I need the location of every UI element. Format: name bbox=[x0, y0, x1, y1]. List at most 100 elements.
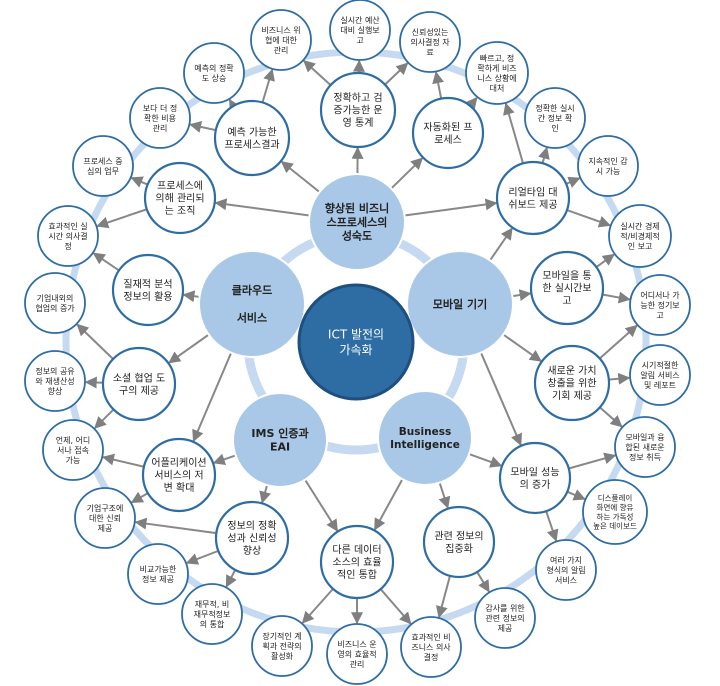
node-circle bbox=[181, 583, 243, 645]
node-circle bbox=[399, 11, 461, 73]
node-label-line: 제공 bbox=[98, 524, 113, 533]
node-label-line: 시기적절한 bbox=[642, 360, 679, 370]
node-label-line: 리얼타임 대 bbox=[508, 185, 557, 198]
node-label-line: 와 재생산성 bbox=[35, 376, 74, 386]
node-label-line: 관련 정보의 bbox=[485, 613, 524, 623]
connector-arrow bbox=[185, 549, 219, 565]
node-label-line: 관리 bbox=[350, 659, 365, 669]
node-label-line: 는 조직 bbox=[165, 205, 196, 217]
node-label-line: Intelligence bbox=[390, 439, 460, 451]
node-label-line: 고 bbox=[562, 296, 571, 307]
node-label-line: 기업구조에 bbox=[87, 504, 124, 513]
node-label-line: 소스의 효율 bbox=[332, 557, 381, 569]
node-label-line: 스프로세스의 bbox=[327, 215, 388, 229]
connector-arrow bbox=[565, 176, 581, 188]
connector-arrow bbox=[595, 253, 615, 268]
connector-arrow bbox=[489, 227, 513, 261]
node-label-line: 의 증가 bbox=[520, 479, 551, 491]
hub-left: 클라우드 서비스 bbox=[198, 250, 306, 358]
node-label-line: 한 실시간보 bbox=[542, 283, 591, 295]
node-label-line: 어플리케이션 bbox=[151, 457, 206, 469]
node-label-line: 소셜 협업 도 bbox=[113, 371, 165, 384]
node-circle bbox=[524, 87, 586, 149]
connector-arrow bbox=[373, 478, 404, 531]
node-label-line: 대한 신뢰 bbox=[89, 514, 121, 523]
node-label-line: 니스 상황에 bbox=[477, 73, 516, 83]
connector-arrow bbox=[404, 198, 498, 217]
connector-arrow bbox=[432, 71, 444, 99]
node-label-line: 성과 신뢰성 bbox=[227, 533, 276, 545]
node-circle bbox=[422, 505, 496, 579]
node-circle bbox=[495, 160, 571, 236]
node-label-line: 비교가능한 bbox=[140, 565, 177, 574]
node-label-line: 고 bbox=[356, 36, 363, 45]
node-circle bbox=[629, 344, 691, 406]
node-label-line: 능한 정기보 bbox=[640, 300, 679, 310]
node-circle bbox=[141, 437, 217, 513]
connector-arrow bbox=[512, 289, 532, 302]
node-circle bbox=[129, 87, 191, 149]
connector-arrows bbox=[76, 59, 638, 625]
node-label-line: 가속화 bbox=[339, 343, 372, 357]
node-label-line: 서비스 bbox=[237, 311, 267, 325]
node-label-line: 보다 더 정 bbox=[143, 103, 178, 113]
node-label-line: 프로세스 중 bbox=[83, 157, 122, 166]
node-circle bbox=[329, 0, 391, 61]
node-label-line: 대처 bbox=[490, 84, 505, 93]
node-circle bbox=[529, 250, 605, 326]
connector-arrow bbox=[84, 376, 104, 389]
node-circle bbox=[42, 419, 104, 481]
node-label-line: 신뢰성있는 bbox=[412, 27, 449, 37]
connector-arrow bbox=[214, 198, 310, 217]
connector-arrow bbox=[566, 489, 586, 501]
node-circle bbox=[74, 487, 136, 549]
node-label-line: 료 bbox=[426, 48, 433, 57]
node-label-line: 예측 가능한 bbox=[227, 126, 276, 138]
connector-arrow bbox=[476, 571, 490, 593]
node-label-line: 서비스 bbox=[555, 576, 577, 585]
node-circle bbox=[250, 9, 312, 71]
node-label-line: 획과 전략의 bbox=[262, 641, 301, 651]
node-label-line: 대비 실행보 bbox=[340, 25, 379, 35]
node-label-line: 서비스의 저 bbox=[154, 470, 203, 482]
node-label-line: 정보의 공유 bbox=[35, 366, 74, 376]
connector-arrow bbox=[502, 333, 542, 362]
node-label-line: 클라우드 bbox=[232, 283, 272, 297]
node-label-line: 모바일을 통 bbox=[542, 270, 591, 282]
connector-arrow bbox=[225, 569, 237, 588]
node-label-line: 새로운 가치 bbox=[547, 365, 596, 377]
connector-arrow bbox=[566, 209, 611, 228]
node-circle bbox=[127, 543, 189, 605]
node-label-line: 화면에 향유 bbox=[597, 502, 634, 512]
node-label-line: ICT 발전의 bbox=[328, 327, 384, 341]
node-circle bbox=[213, 99, 291, 177]
node-label-line: 재무적, 비 bbox=[195, 599, 230, 609]
connector-arrow bbox=[465, 96, 478, 110]
node-label-line: 적/비경제적 bbox=[620, 231, 660, 241]
